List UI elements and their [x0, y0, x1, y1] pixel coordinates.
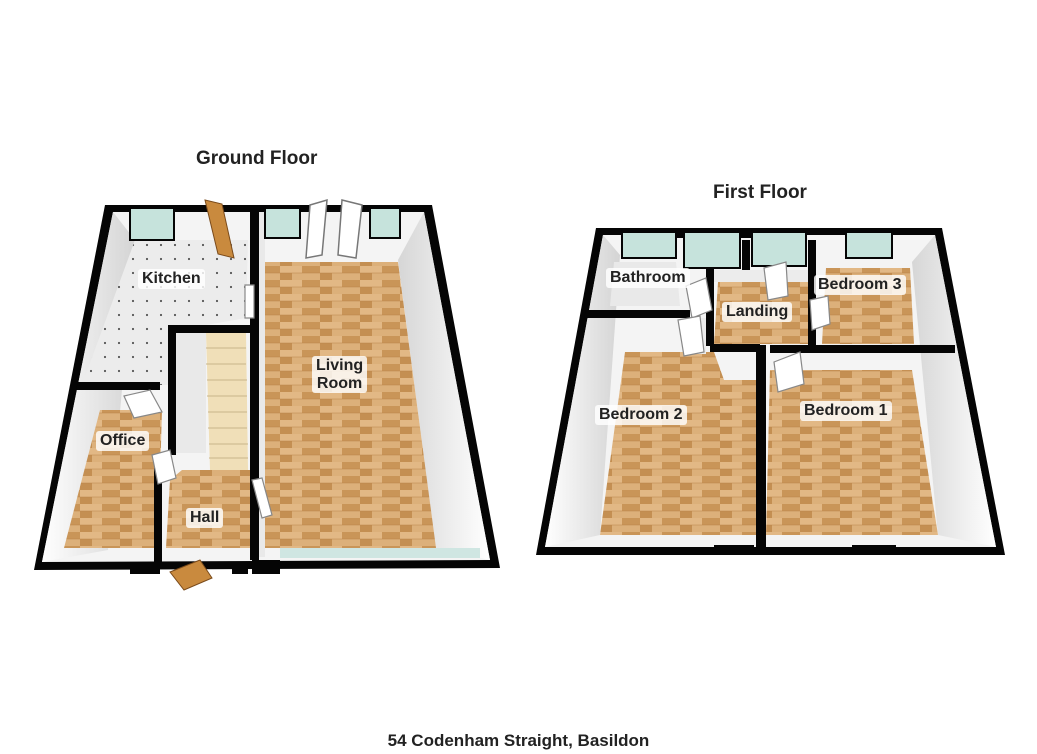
bedroom2-floor: [600, 352, 758, 535]
bedroom1-door: [773, 351, 805, 393]
room-label-kitchen: Kitchen: [138, 269, 205, 289]
office-door: [123, 389, 163, 419]
kitchen-floor: [82, 240, 248, 385]
ground-right-wall-face: [398, 212, 490, 560]
ground-internal-walls: [76, 205, 259, 565]
ground-floor-plan: [34, 198, 500, 591]
ground-internal-wall-faces: [176, 212, 265, 557]
landing-cupboard-door: [763, 261, 789, 301]
patio-door-left: [305, 198, 328, 259]
bathroom-door: [685, 277, 713, 319]
room-label-bathroom: Bathroom: [606, 268, 690, 288]
front-door: [169, 559, 213, 591]
living-room-floor: [262, 262, 436, 548]
staircase: [206, 332, 248, 470]
room-label-office: Office: [96, 431, 150, 451]
room-label-bedroom-2: Bedroom 2: [595, 405, 687, 425]
room-label-living-room: Living Room: [312, 356, 368, 394]
first-floor-title: First Floor: [713, 182, 807, 203]
room-label-landing: Landing: [722, 302, 793, 322]
ground-front-wall-strip: [280, 548, 480, 558]
office-side-door: [151, 449, 177, 485]
ground-floor-title: Ground Floor: [196, 148, 318, 169]
first-windows: [621, 231, 893, 269]
first-floor-plan: [536, 228, 1005, 555]
bedroom3-door: [809, 295, 831, 331]
room-label-bedroom-1: Bedroom 1: [800, 401, 892, 421]
room-label-bedroom-3: Bedroom 3: [814, 275, 906, 295]
kitchen-inner-door: [244, 284, 255, 319]
living-room-door: [251, 477, 273, 519]
property-address: 54 Codenham Straight, Basildon: [387, 731, 650, 750]
room-label-hall: Hall: [186, 508, 224, 528]
ground-front-windows: [130, 560, 280, 574]
ground-windows: [129, 207, 401, 241]
first-front-windows: [714, 545, 896, 555]
kitchen-back-door: [204, 199, 235, 259]
patio-door-right: [337, 199, 363, 259]
bedroom2-door: [677, 315, 705, 357]
first-right-wall-face: [912, 235, 996, 547]
stair-treads: [206, 347, 248, 459]
bedroom1-floor: [766, 370, 938, 535]
